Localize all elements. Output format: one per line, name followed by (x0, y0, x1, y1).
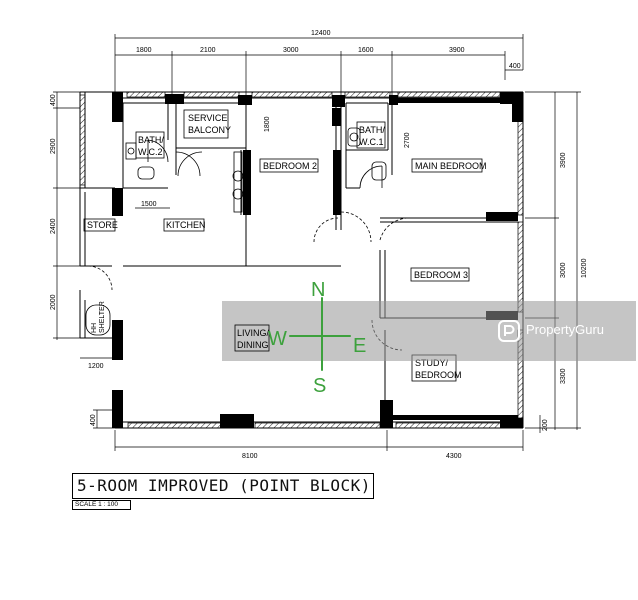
dim-left-bottom: 400 (90, 414, 97, 426)
plan-title: 5-ROOM IMPROVED (POINT BLOCK) (72, 473, 374, 499)
label-study-1: STUDY/ (415, 358, 449, 368)
dim-top-total: 12400 (311, 30, 331, 37)
dim-right-total: 10200 (581, 258, 588, 278)
dim-left-1: 400 (50, 94, 57, 106)
dimension-lines (53, 34, 581, 451)
dim-bottom-1: 8100 (242, 453, 258, 460)
dimension-labels: 12400 1800 2100 3000 1600 3900 400 400 2… (50, 30, 588, 460)
label-hh-shelter-2: SHELTER (99, 301, 106, 333)
label-service-balcony-2: BALCONY (188, 125, 231, 135)
label-service-balcony-1: SERVICE (188, 113, 227, 123)
dim-right-3: 3300 (560, 368, 567, 384)
dim-left-4: 2000 (50, 294, 57, 310)
room-labels: SERVICE BALCONY BATH/ W.C.2 BATH/ W.C.1 … (83, 109, 487, 382)
label-hh-shelter-1: HH (91, 323, 98, 333)
dim-top-1: 1800 (136, 47, 152, 54)
watermark-band (222, 301, 636, 361)
dim-right-1: 3900 (560, 152, 567, 168)
dim-1500: 1500 (141, 201, 157, 208)
dim-top-2: 2100 (200, 47, 216, 54)
dim-bottom-2: 4300 (446, 453, 462, 460)
watermark-brand: PropertyGuru (526, 322, 605, 337)
label-bath-wc1-1: BATH/ (359, 125, 385, 135)
fixtures (125, 127, 387, 213)
dim-2700: 2700 (404, 132, 411, 148)
label-kitchen: KITCHEN (166, 220, 206, 230)
dim-top-5: 3900 (449, 47, 465, 54)
dim-right-2: 3000 (560, 262, 567, 278)
dim-top-3: 3000 (283, 47, 299, 54)
dim-top-4: 1600 (358, 47, 374, 54)
label-store: STORE (87, 220, 118, 230)
label-bedroom-3: BEDROOM 3 (414, 270, 468, 280)
dim-1200: 1200 (88, 363, 104, 370)
dim-left-3: 2400 (50, 218, 57, 234)
dim-left-2: 2900 (50, 138, 57, 154)
label-study-2: BEDROOM (415, 370, 462, 380)
dim-right-bottom: 200 (542, 419, 549, 431)
plan-scale: SCALE 1 : 100 (72, 500, 131, 510)
dim-1800: 1800 (264, 116, 271, 132)
label-bath-wc2-1: BATH/ (138, 135, 164, 145)
dim-top-right-small: 400 (509, 63, 521, 70)
propertyguru-logo-icon (498, 320, 520, 342)
label-main-bedroom: MAIN BEDROOM (415, 161, 487, 171)
label-bath-wc2-2: W.C.2 (138, 147, 163, 157)
label-bedroom-2: BEDROOM 2 (263, 161, 317, 171)
label-bath-wc1-2: W.C.1 (359, 137, 384, 147)
